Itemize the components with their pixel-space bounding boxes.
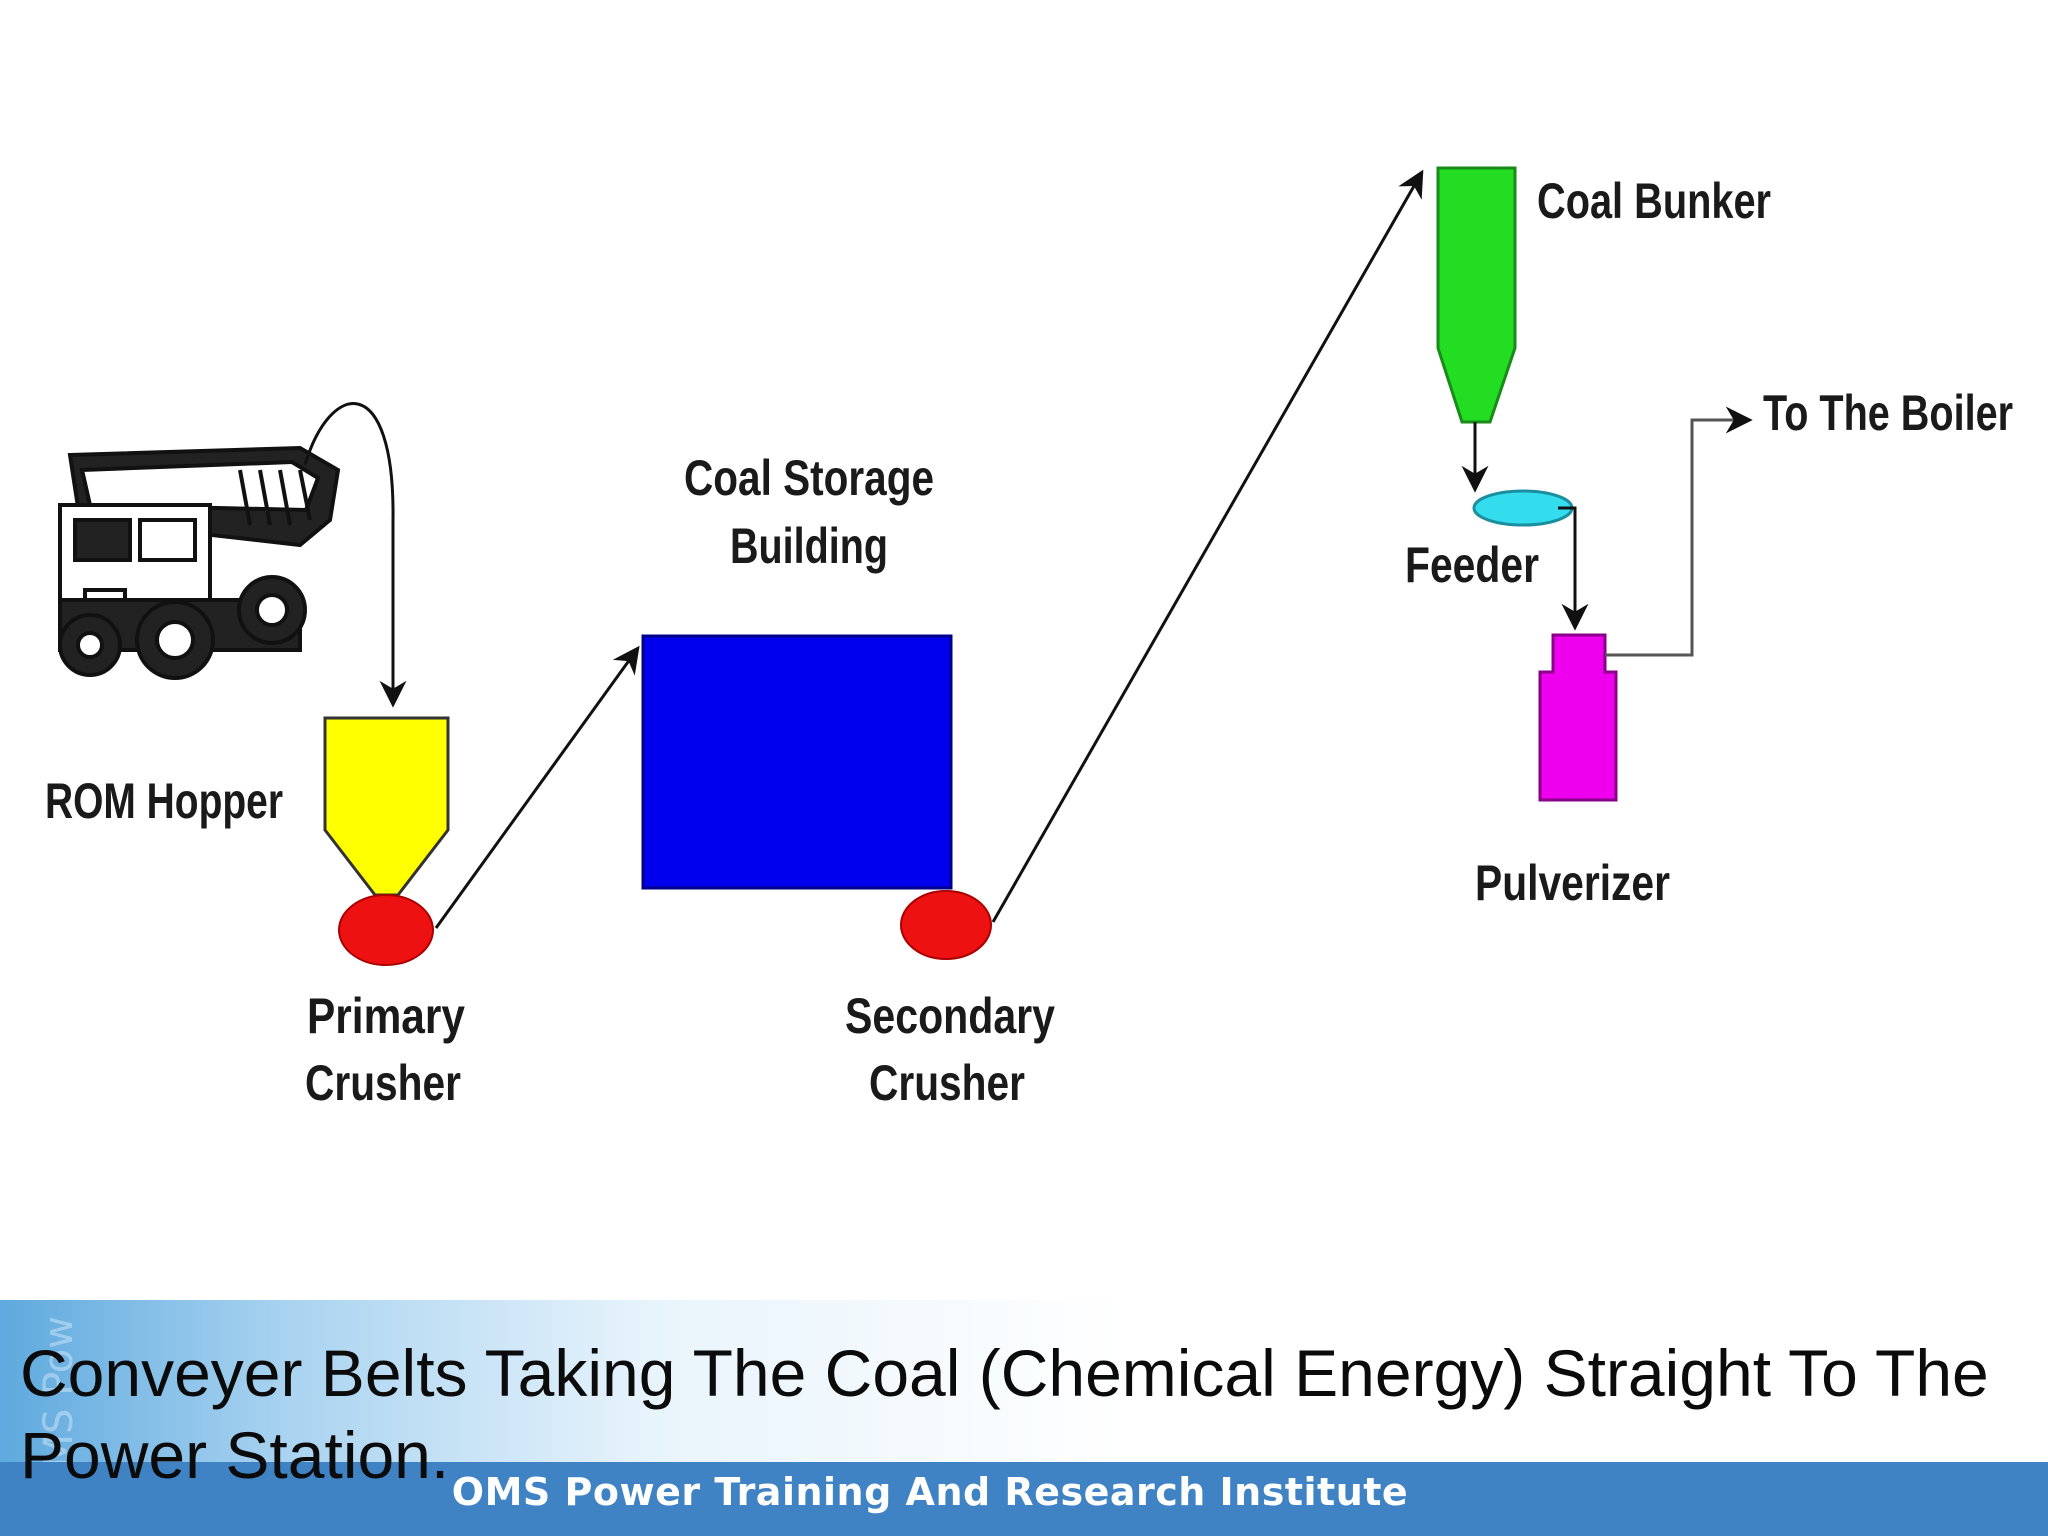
feeder-shape [1472,489,1574,527]
pulverizer-to-boiler-arrow [1605,406,1753,657]
rom-hopper-shape [323,716,450,897]
slide-caption: Conveyer Belts Taking The Coal (Chemical… [20,1336,1989,1492]
secondary-to-bunker-arrow [991,169,1424,923]
truck-to-hopper-arrow [303,402,407,708]
feeder-label: Feeder [1405,537,1539,593]
coal-storage-building-shape [641,634,953,890]
footer-institute-name: OMS Power Training And Research Institut… [451,1470,1409,1514]
secondary-crusher-label-line1: Secondary [845,988,1055,1044]
coal-storage-label-line2: Building [730,518,888,574]
coal-handling-diagram: ROM Hopper Primary Crusher Coal Storage … [45,166,2013,1111]
rom-hopper-label: ROM Hopper [45,773,283,829]
footer-bar [0,1462,2048,1536]
pulverizer-shape [1538,633,1618,802]
coal-storage-label-line1: Coal Storage [684,450,934,506]
coal-bunker-label: Coal Bunker [1537,173,1771,229]
primary-crusher-label-line2: Crusher [305,1055,461,1111]
secondary-crusher-label-line2: Crusher [869,1055,1025,1111]
dump-truck-icon [58,445,341,680]
to-boiler-label: To The Boiler [1763,385,2013,441]
pulverizer-label: Pulverizer [1475,855,1670,911]
primary-crusher-shape [338,894,434,966]
secondary-crusher-shape [900,890,992,960]
feeder-to-pulverizer-arrow [1558,506,1589,631]
primary-to-storage-arrow [434,645,640,929]
coal-bunker-shape [1436,166,1517,424]
primary-crusher-label-line1: Primary [307,988,465,1044]
